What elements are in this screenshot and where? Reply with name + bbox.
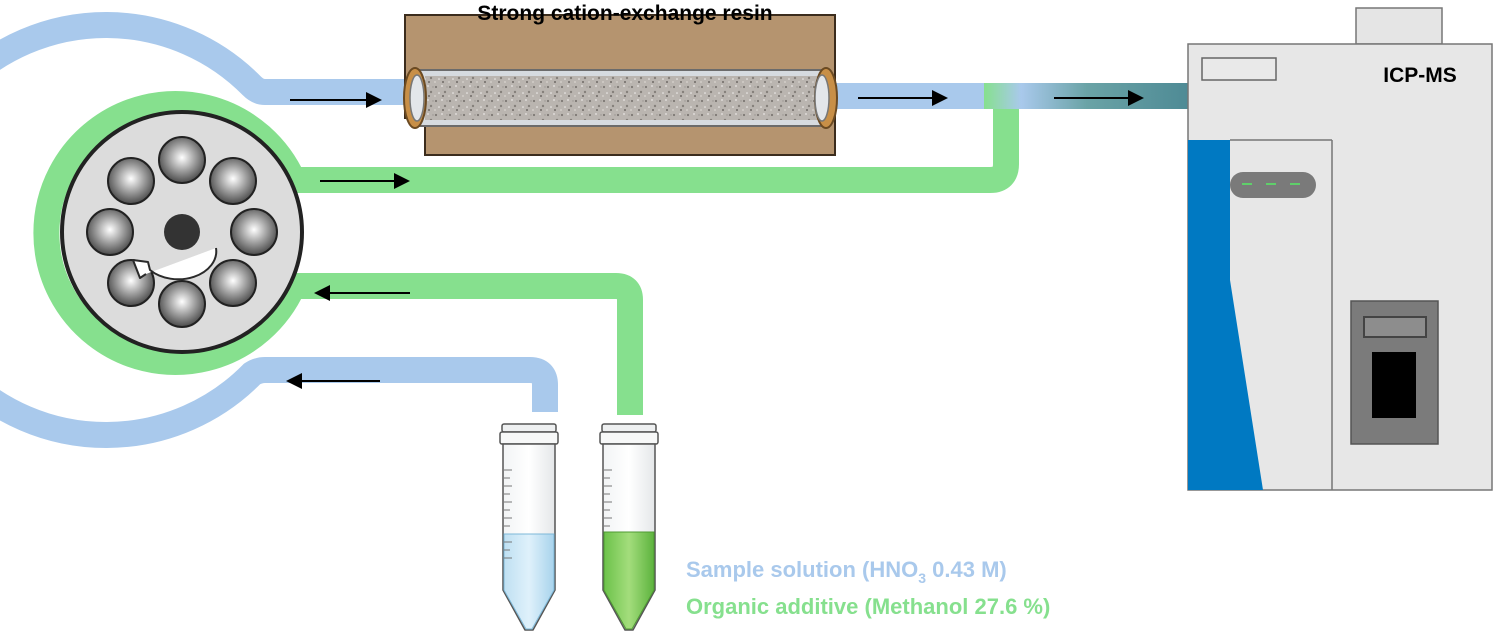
centrifuge-tube-icon bbox=[599, 423, 659, 631]
column-label: Strong cation-exchange resin bbox=[477, 2, 772, 25]
instrument-label: ICP-MS bbox=[1383, 64, 1457, 87]
icp-ms-instrument-icon bbox=[1187, 7, 1493, 491]
centrifuge-tube-icon bbox=[499, 423, 559, 631]
additive-line-inner-loop bbox=[33, 91, 1019, 415]
sample-solution-label: Sample solution (HNO3 0.43 M) bbox=[686, 557, 1007, 586]
rotation-arrow-icon bbox=[132, 247, 218, 281]
resin-column-icon bbox=[403, 14, 838, 156]
pump-rollers bbox=[86, 136, 278, 328]
flow-arrows bbox=[286, 90, 1144, 389]
additive-liquid bbox=[603, 531, 655, 630]
sample-liquid bbox=[503, 533, 555, 630]
peristaltic-pump-icon bbox=[60, 110, 304, 354]
sample-line-outer-loop bbox=[0, 12, 558, 448]
mixed-flow-line bbox=[984, 83, 1190, 109]
organic-additive-label: Organic additive (Methanol 27.6 %) bbox=[686, 594, 1050, 619]
